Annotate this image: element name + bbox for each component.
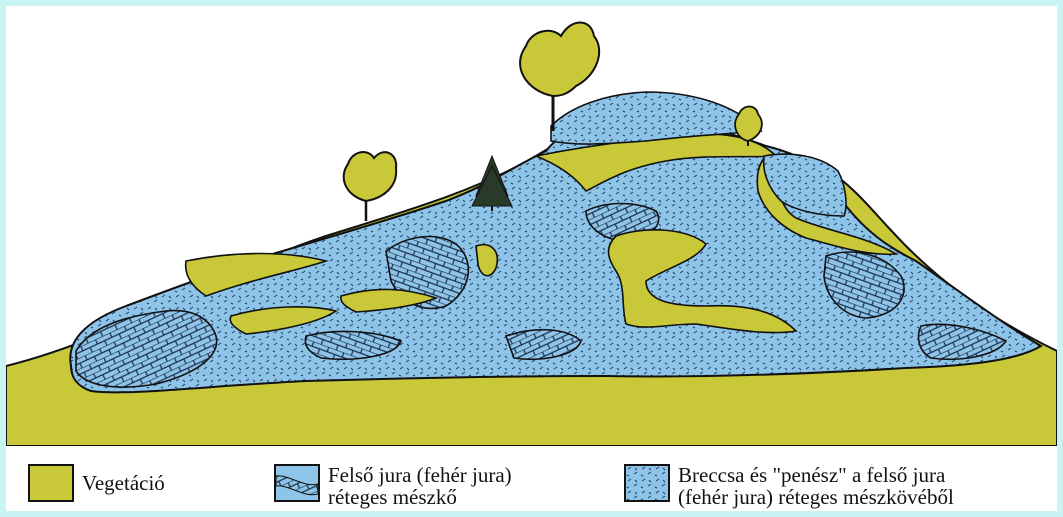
geology-diagram-frame: Vegetáció Felső jura (fehér jura) rétege… — [6, 6, 1057, 511]
legend-item-vegetation: Vegetáció — [28, 464, 165, 502]
legend-item-breccia: Breccsa és "penész" a felső jura (fehér … — [624, 464, 954, 508]
tree-broadleaf-icon — [344, 152, 396, 221]
legend-swatch-vegetation — [28, 464, 74, 502]
legend-label: (fehér jura) réteges mészkövéből — [678, 486, 954, 508]
hill-cross-section — [6, 6, 1057, 446]
legend-label: Breccsa és "penész" a felső jura — [678, 464, 954, 486]
legend-swatch-layered-limestone — [274, 464, 320, 502]
legend-label: Felső jura (fehér jura) — [328, 464, 512, 486]
legend-label: Vegetáció — [82, 472, 165, 494]
legend-swatch-breccia — [624, 464, 670, 502]
legend: Vegetáció Felső jura (fehér jura) rétege… — [6, 446, 1057, 511]
legend-label: réteges mészkő — [328, 486, 512, 508]
legend-item-layered-limestone: Felső jura (fehér jura) réteges mészkő — [274, 464, 512, 508]
